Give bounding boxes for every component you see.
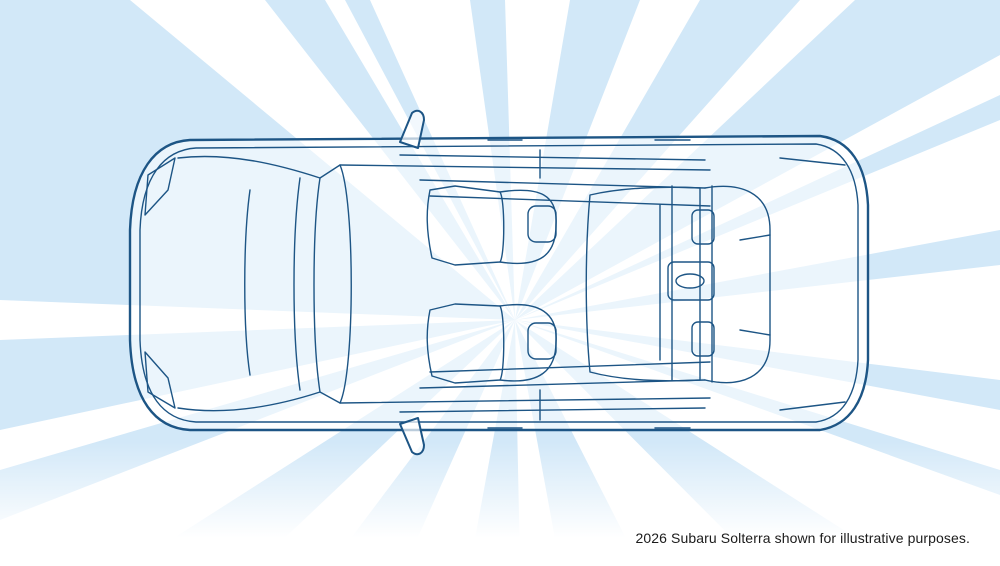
car-outline	[128, 109, 870, 456]
car-body	[128, 134, 870, 432]
rear-window	[704, 185, 771, 384]
left-headlight	[144, 157, 176, 216]
right-mirror	[399, 417, 425, 456]
image-caption: 2026 Subaru Solterra shown for illustrat…	[635, 530, 970, 546]
windshield	[319, 164, 352, 404]
rear-seat	[585, 186, 701, 382]
left-mirror	[399, 109, 425, 149]
right-headlight	[144, 351, 176, 409]
hood	[177, 155, 321, 412]
